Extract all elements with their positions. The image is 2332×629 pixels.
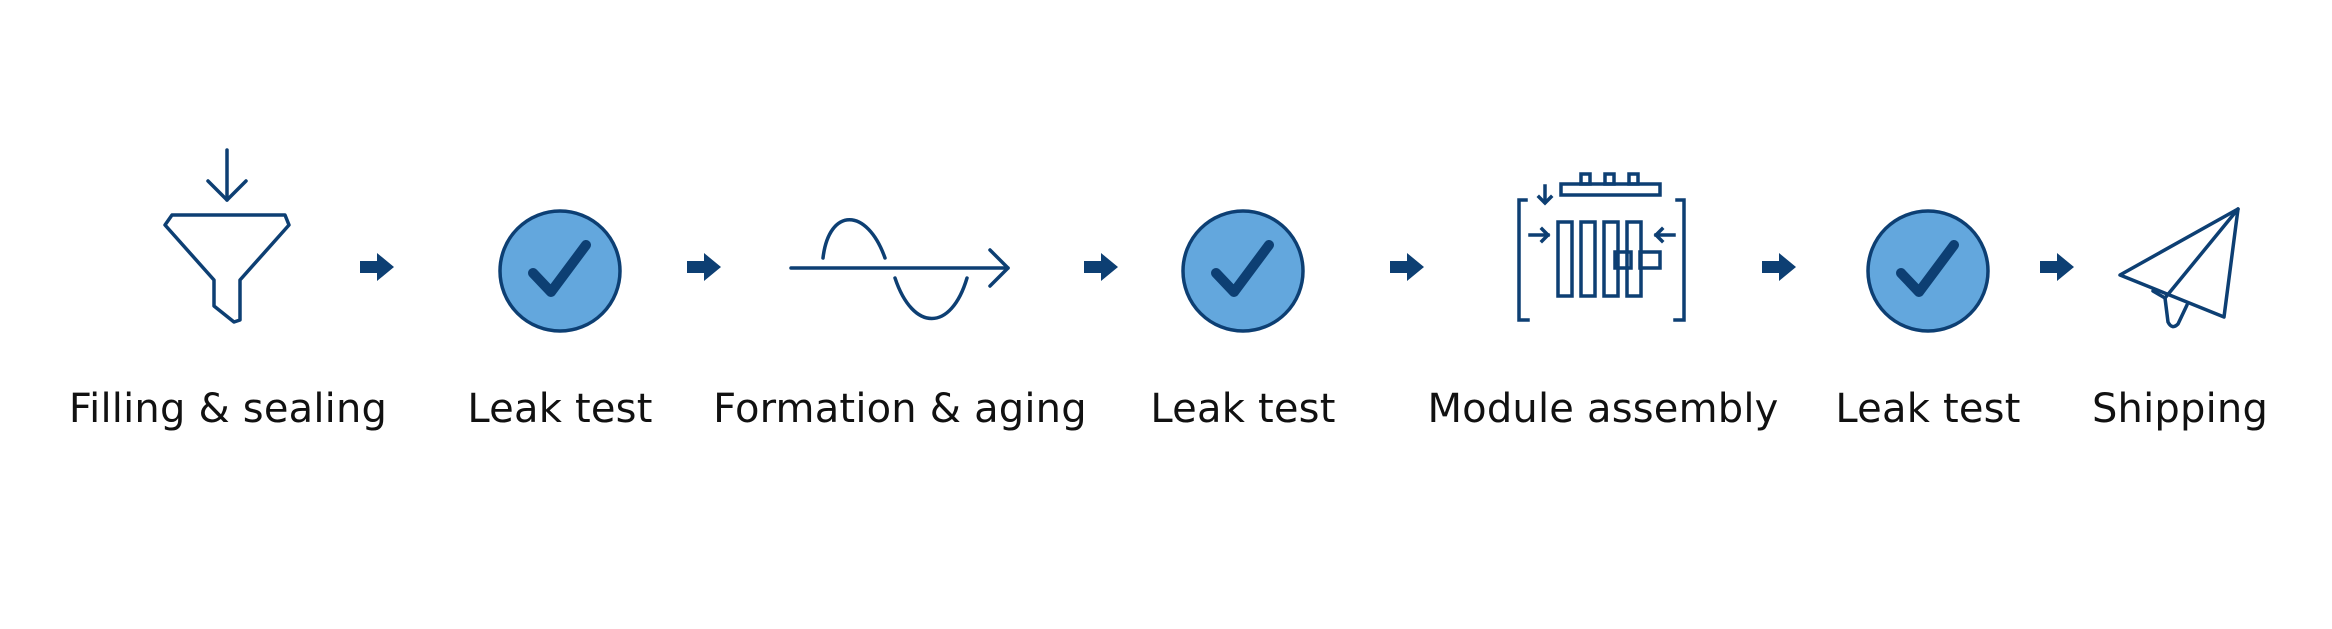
check-circle-icon bbox=[498, 209, 622, 333]
sine-wave-arrow-icon bbox=[789, 218, 1010, 321]
arrow-right-icon bbox=[360, 253, 394, 281]
arrow-right-icon bbox=[1762, 253, 1796, 281]
step-label-filling-sealing: Filling & sealing bbox=[68, 386, 388, 432]
step-label-formation-aging: Formation & aging bbox=[713, 386, 1087, 432]
arrow-right-icon bbox=[687, 253, 721, 281]
step-label-leak-test-3: Leak test bbox=[1835, 386, 2021, 432]
check-circle-icon bbox=[1866, 209, 1990, 333]
arrow-right-icon bbox=[2040, 253, 2074, 281]
paper-plane-icon bbox=[2118, 207, 2240, 329]
arrow-right-icon bbox=[1084, 253, 1118, 281]
step-label-leak-test-1: Leak test bbox=[467, 386, 653, 432]
arrow-right-icon bbox=[1390, 253, 1424, 281]
step-label-module-assembly: Module assembly bbox=[1427, 386, 1779, 432]
funnel-icon bbox=[163, 148, 291, 324]
step-label-leak-test-2: Leak test bbox=[1150, 386, 1336, 432]
module-assembly-icon bbox=[1517, 172, 1686, 322]
check-circle-icon bbox=[1181, 209, 1305, 333]
step-label-shipping: Shipping bbox=[2091, 386, 2269, 432]
